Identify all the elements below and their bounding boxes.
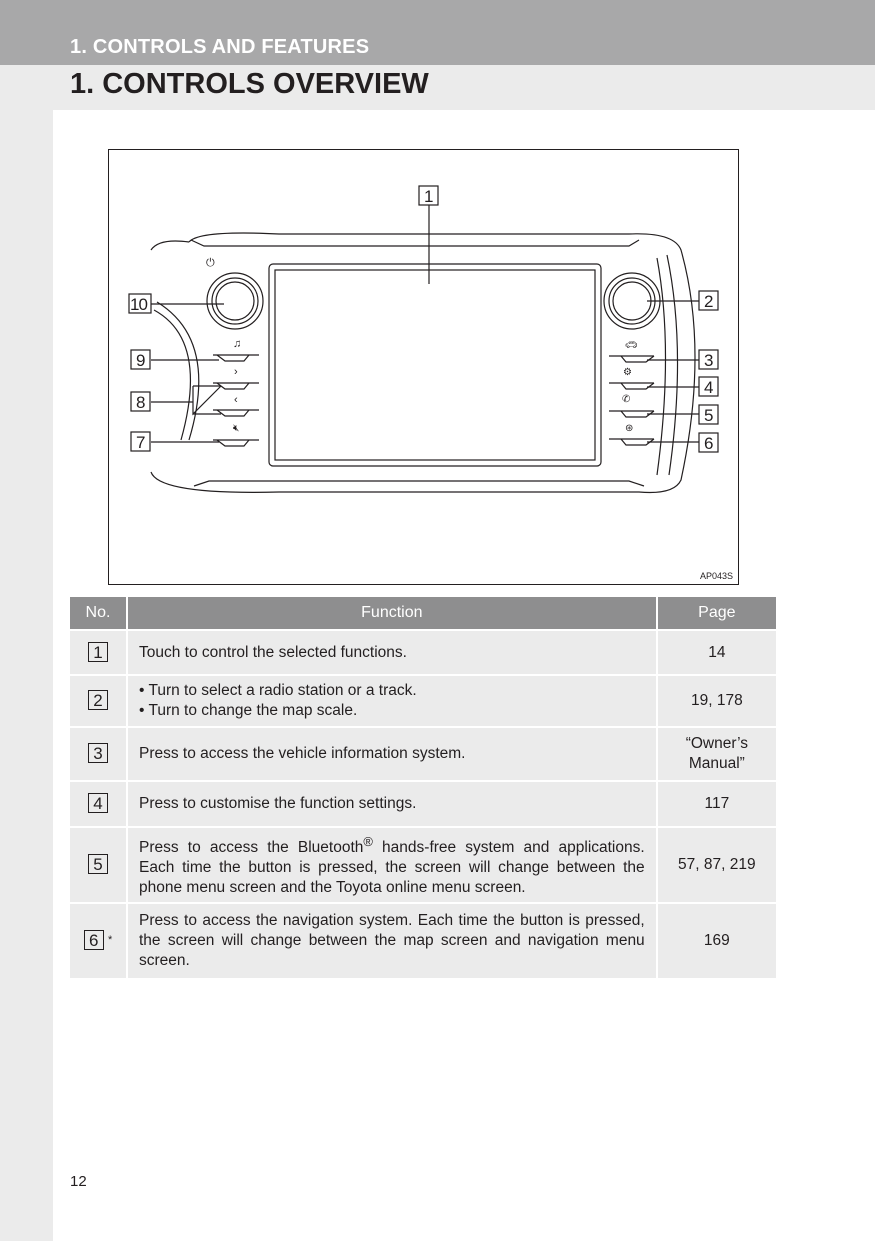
- header-page: Page: [656, 597, 776, 630]
- row-number: 6: [83, 930, 104, 950]
- callout-2: 2: [704, 292, 713, 311]
- right-buttons: 🚗︎ ⚙︎ ✆ ⊛: [609, 340, 655, 446]
- row-number: 4: [88, 793, 108, 813]
- callout-5: 5: [704, 406, 713, 425]
- svg-text:🔇︎: 🔇︎: [233, 423, 239, 434]
- bullet-line: • Turn to select a radio station or a tr…: [139, 682, 417, 699]
- row-function: Press to access the navigation system. E…: [127, 902, 658, 978]
- callout-10: 10: [130, 295, 147, 314]
- svg-text:⊛: ⊛: [625, 423, 633, 434]
- svg-text:⚙︎: ⚙︎: [623, 367, 632, 378]
- head-unit-diagram: ⏻ ♫ › ‹ 🔇︎ 🚗︎ ⚙︎ ✆ ⊛ 1 2 3 4 5 6 7 8 9 1…: [108, 149, 739, 585]
- table-row: 5 Press to access the Bluetooth® hands-f…: [70, 826, 776, 903]
- row-page: 19, 178: [656, 674, 776, 727]
- table-row: 2 • Turn to select a radio station or a …: [70, 674, 776, 727]
- callout-6: 6: [704, 434, 713, 453]
- row-page: 169: [656, 902, 776, 978]
- row-function: Touch to control the selected functions.: [127, 629, 658, 675]
- svg-text:›: ›: [234, 366, 238, 378]
- svg-text:🚗︎: 🚗︎: [625, 340, 638, 351]
- row-page: “Owner’s Manual”: [656, 726, 776, 781]
- callout-1: 1: [424, 187, 433, 206]
- table-header: No. Function Page: [70, 597, 776, 630]
- callout-4: 4: [704, 378, 713, 397]
- header-function: Function: [127, 597, 658, 630]
- row-number: 3: [88, 743, 108, 763]
- table-row: 6 * Press to access the navigation syste…: [70, 902, 776, 978]
- table-row: 3 Press to access the vehicle informatio…: [70, 726, 776, 781]
- callout-leaders: [151, 204, 699, 443]
- unit-outline: [150, 232, 696, 494]
- row-page: 117: [656, 780, 776, 827]
- left-buttons: ♫ › ‹ 🔇︎: [213, 338, 259, 447]
- figure-code: AP043S: [699, 571, 733, 581]
- page-title: 1. CONTROLS OVERVIEW: [70, 68, 429, 100]
- callout-9: 9: [136, 351, 145, 370]
- row-page: 57, 87, 219: [656, 826, 776, 903]
- callout-8: 8: [136, 393, 145, 412]
- row-function: Press to access the Bluetooth® hands-fre…: [127, 826, 658, 903]
- callout-7: 7: [136, 433, 145, 452]
- row-number: 1: [88, 641, 108, 662]
- section-header-band: [0, 0, 875, 65]
- registered-mark: ®: [363, 833, 373, 849]
- svg-text:‹: ‹: [234, 394, 238, 406]
- header-no: No.: [70, 597, 128, 630]
- title-band: [0, 65, 875, 110]
- fn-text: hands-free system and applications. Each…: [139, 839, 645, 897]
- page-number: 12: [70, 1173, 87, 1190]
- row-number: 5: [88, 854, 108, 874]
- footnote-mark: *: [108, 934, 113, 946]
- callout-3: 3: [704, 351, 713, 370]
- fn-text: Press to access the Bluetooth: [139, 839, 364, 857]
- bullet-line: • Turn to change the map scale.: [139, 702, 358, 719]
- row-function: Press to customise the function settings…: [127, 780, 658, 827]
- power-icon: ⏻: [206, 257, 215, 269]
- row-number: 2: [88, 690, 108, 710]
- svg-text:♫: ♫: [233, 338, 241, 350]
- controls-table: No. Function Page 1 Touch to control the…: [70, 597, 776, 978]
- table-row: 4 Press to customise the function settin…: [70, 780, 776, 827]
- row-function: Press to access the vehicle information …: [127, 726, 658, 781]
- section-title: 1. CONTROLS AND FEATURES: [70, 36, 370, 58]
- svg-text:✆: ✆: [622, 394, 630, 405]
- row-page: 14: [656, 629, 776, 675]
- row-function: • Turn to select a radio station or a tr…: [127, 674, 658, 727]
- table-row: 1 Touch to control the selected function…: [70, 629, 776, 675]
- page-margin: [0, 110, 53, 1241]
